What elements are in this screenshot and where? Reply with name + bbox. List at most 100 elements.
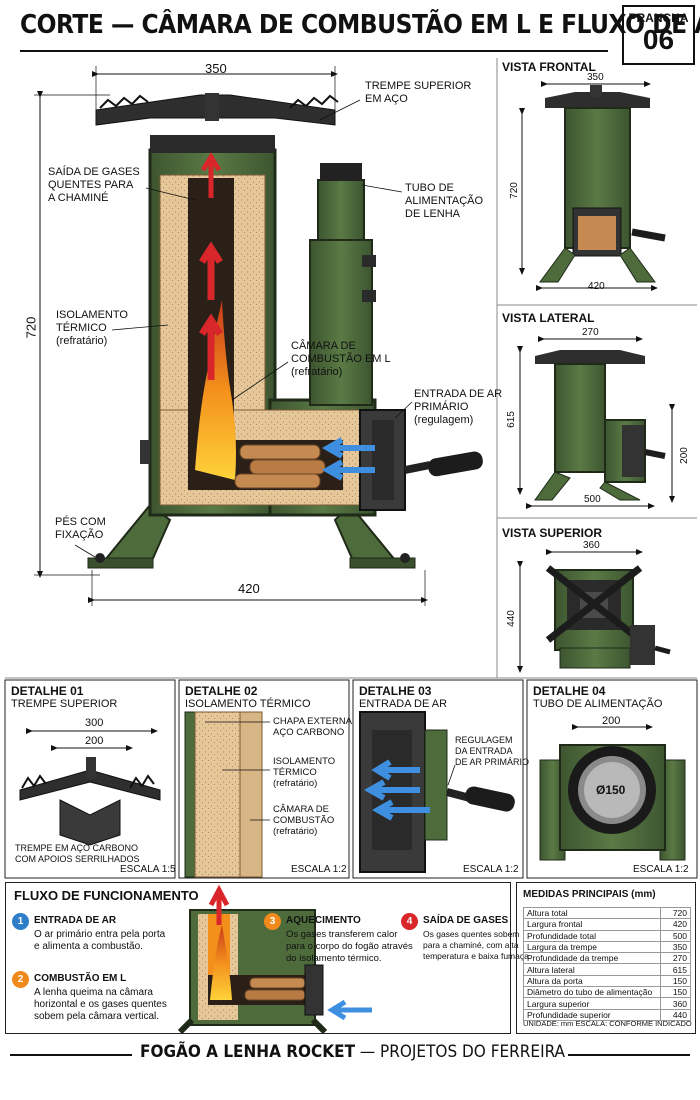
footer-brand: FOGÃO A LENHA ROCKET	[140, 1042, 356, 1062]
label-camara: CÂMARA DE COMBUSTÃO EM L (refratário)	[291, 340, 391, 378]
detail-01-scale: ESCALA 1:5	[120, 864, 176, 875]
footer-line-left	[10, 1054, 132, 1056]
prancha-number: 06	[642, 24, 675, 55]
row-label: Largura frontal	[523, 918, 661, 931]
dim-top-width: 350	[205, 61, 227, 76]
detail-04: DETALHE 04 TUBO DE ALIMENTAÇÃO 200 Ø150 …	[527, 680, 697, 878]
dim-base-width: 420	[238, 581, 260, 596]
step-4-num: 4	[401, 913, 418, 930]
label-tubo: TUBO DE ALIMENTAÇÃO DE LENHA	[405, 182, 484, 220]
row-value: 350	[660, 940, 691, 954]
title-rule	[20, 50, 608, 52]
flow-title: FLUXO DE FUNCIONAMENTO	[14, 888, 199, 903]
page-title: CORTE — CÂMARA DE COMBUSTÃO EM L E FLUXO…	[20, 10, 700, 40]
detail-04-dim: 200	[602, 715, 621, 727]
vista-superior-dim-side: 440	[505, 610, 517, 627]
footer-text: FOGÃO A LENHA ROCKET — PROJETOS DO FERRE…	[140, 1042, 565, 1062]
detail-03: DETALHE 03 ENTRADA DE AR REGULAGEM DA EN…	[353, 680, 529, 878]
vista-superior-dim-top: 360	[583, 540, 600, 551]
detail-02-scale: ESCALA 1:2	[291, 864, 347, 875]
label-saida: SAÍDA DE GASES QUENTES PARA A CHAMINÉ	[48, 166, 140, 204]
vista-frontal-dim-base: 420	[588, 281, 605, 292]
vista-lateral-dim-height: 615	[505, 411, 517, 428]
prancha-label: PRANCHA	[628, 11, 689, 25]
detail-04-scale: ESCALA 1:2	[633, 864, 689, 875]
step-4-text: Os gases quentes sobem para a chaminé, c…	[423, 929, 532, 961]
step-1-text: O ar primário entra pela porta e aliment…	[34, 929, 166, 952]
detail-03-scale: ESCALA 1:2	[463, 864, 519, 875]
label-pes: PÉS COM FIXAÇÃO	[55, 516, 106, 541]
step-1-title: ENTRADA DE AR	[34, 915, 117, 926]
label-trempe: TREMPE SUPERIOR EM AÇO	[365, 80, 472, 105]
step-1-num: 1	[12, 913, 29, 930]
detail-01: DETALHE 01 TREMPE SUPERIOR 300 200 TREMP…	[5, 680, 176, 878]
label-isolamento: ISOLAMENTO TÉRMICO (refratário)	[56, 309, 128, 347]
row-label: Diâmetro do tubo de alimentação	[523, 986, 661, 999]
measures-title: MEDIDAS PRINCIPAIS (mm)	[523, 889, 656, 900]
row-label: Profundidade da trempe	[523, 952, 661, 965]
row-value: 615	[660, 963, 691, 976]
row-value: 270	[660, 952, 691, 965]
detail-04-subtitle: TUBO DE ALIMENTAÇÃO	[533, 698, 663, 710]
vista-frontal-dim-height: 720	[508, 182, 520, 199]
step-3-title: AQUECIMENTO	[286, 915, 361, 926]
flow-panel: FLUXO DE FUNCIONAMENTO 1 ENTRADA DE AR O…	[5, 882, 531, 1034]
vista-lateral-dim-side: 200	[678, 447, 690, 464]
row-label: Profundidade total	[523, 929, 661, 942]
vista-lateral-dim-base: 500	[584, 494, 601, 505]
step-2-num: 2	[12, 971, 29, 988]
row-label: Altura total	[523, 906, 661, 920]
measures-footer: UNIDADE: mm ESCALA: CONFORME INDICADO	[523, 1019, 692, 1028]
row-label: Profundidade superior	[523, 1008, 661, 1021]
row-label: Altura lateral	[523, 963, 661, 976]
vista-frontal-title: VISTA FRONTAL	[502, 60, 596, 74]
detail-01-note: TREMPE EM AÇO CARBONO COM APOIOS SERRILH…	[15, 843, 140, 864]
step-3-text: Os gases transferem calor para o corpo d…	[286, 929, 413, 964]
dim-height: 720	[23, 316, 39, 339]
vista-superior-title: VISTA SUPERIOR	[502, 526, 603, 540]
detail-04-title: DETALHE 04	[533, 684, 606, 698]
vista-frontal-dim-top: 350	[587, 72, 604, 83]
detail-02-label-camara: CÂMARA DE COMBUSTÃO (refratário)	[273, 804, 335, 837]
detail-01-dim-outer: 300	[85, 717, 104, 729]
vista-lateral-dim-top: 270	[582, 327, 599, 338]
detail-02-subtitle: ISOLAMENTO TÉRMICO	[185, 698, 311, 710]
step-3-num: 3	[264, 913, 281, 930]
footer-line-right	[568, 1054, 690, 1056]
label-entrada: ENTRADA DE AR PRIMÁRIO (regulagem)	[414, 388, 503, 426]
detail-03-title: DETALHE 03	[359, 684, 432, 698]
row-value: 500	[660, 929, 691, 942]
step-4-title: SAÍDA DE GASES	[423, 915, 509, 926]
row-label: Largura da trempe	[523, 940, 661, 954]
detail-01-subtitle: TREMPE SUPERIOR	[11, 698, 118, 710]
row-value: 150	[660, 974, 691, 988]
detail-01-dim-inner: 200	[85, 735, 104, 747]
detail-02-title: DETALHE 02	[185, 684, 258, 698]
prancha-box: PRANCHA 06	[622, 5, 695, 65]
detail-02-label-chapa: CHAPA EXTERNA AÇO CARBONO	[273, 716, 353, 738]
footer-subtitle: — PROJETOS DO FERREIRA	[355, 1042, 565, 1062]
step-2-title: COMBUSTÃO EM L	[34, 973, 127, 984]
detail-03-label: REGULAGEM DA ENTRADA DE AR PRIMÁRIO	[455, 735, 530, 767]
footer: FOGÃO A LENHA ROCKET — PROJETOS DO FERRE…	[0, 1042, 700, 1068]
detail-03-subtitle: ENTRADA DE AR	[359, 698, 448, 710]
row-value: 440	[660, 1008, 691, 1021]
detail-04-diameter: Ø150	[596, 783, 626, 797]
row-label: Largura superior	[523, 997, 661, 1010]
row-value: 360	[660, 997, 691, 1010]
row-value: 150	[660, 986, 691, 999]
detail-01-title: DETALHE 01	[11, 684, 84, 698]
row-label: Altura da porta	[523, 974, 661, 988]
